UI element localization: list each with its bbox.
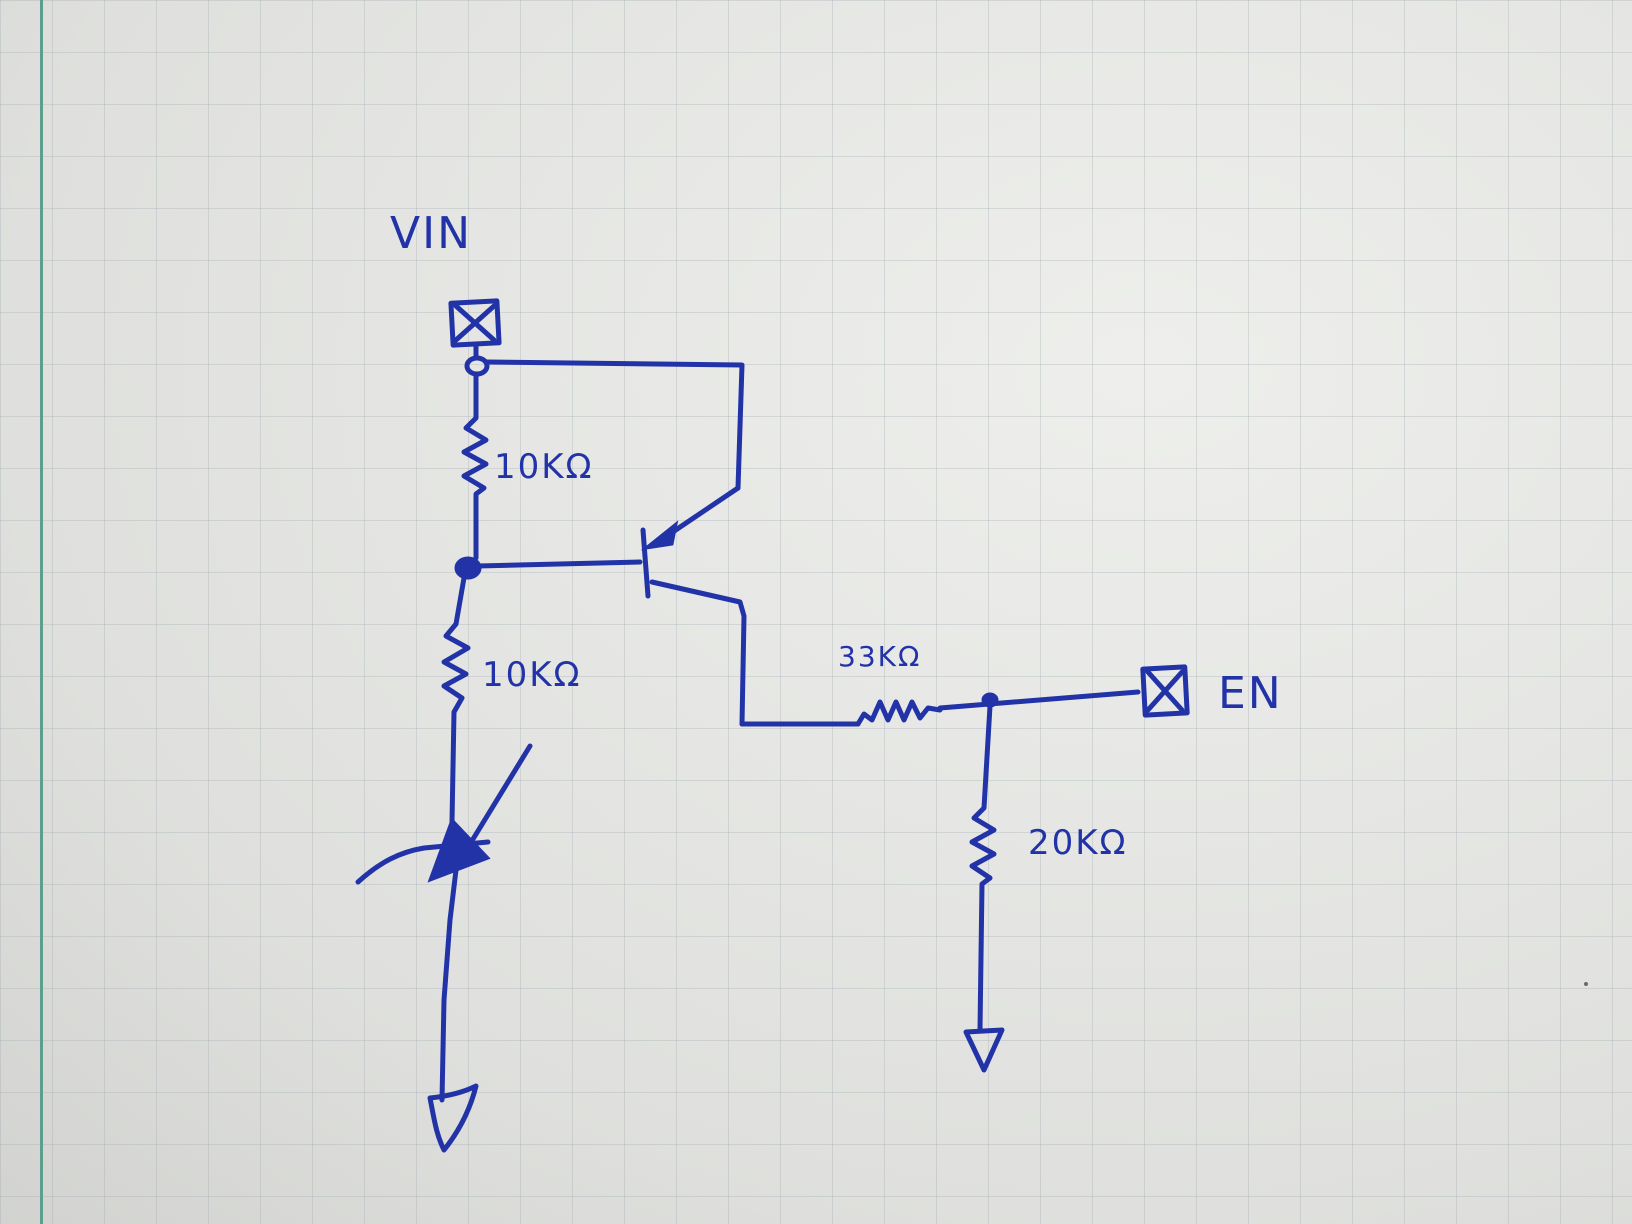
vin-junction-icon — [464, 355, 490, 377]
ground-left-icon — [427, 1083, 479, 1153]
pnp-transistor-icon — [640, 485, 747, 727]
en-label: EN — [1218, 668, 1283, 719]
r3-value-label: 33KΩ — [838, 640, 921, 673]
paper-speck — [1584, 982, 1588, 986]
margin-line — [40, 0, 43, 1224]
ground-right-icon — [963, 1027, 1005, 1073]
vin-terminal-icon — [448, 298, 502, 348]
resistor-r1-icon — [461, 371, 489, 561]
resistor-r3-icon — [855, 699, 943, 727]
zener-diode-icon — [355, 743, 533, 885]
r1-value-label: 10KΩ — [494, 447, 594, 487]
vin-label: VIN — [390, 208, 472, 259]
diode-ground-wire — [439, 867, 459, 1103]
en-wire — [937, 689, 1141, 711]
resistor-r2-icon — [441, 575, 471, 825]
base-wire — [475, 559, 643, 569]
resistor-r4-icon — [969, 703, 997, 1033]
base-junction-icon — [454, 556, 482, 580]
r4-value-label: 20KΩ — [1028, 823, 1128, 863]
r2-value-label: 10KΩ — [482, 655, 582, 695]
en-terminal-icon — [1140, 664, 1190, 718]
